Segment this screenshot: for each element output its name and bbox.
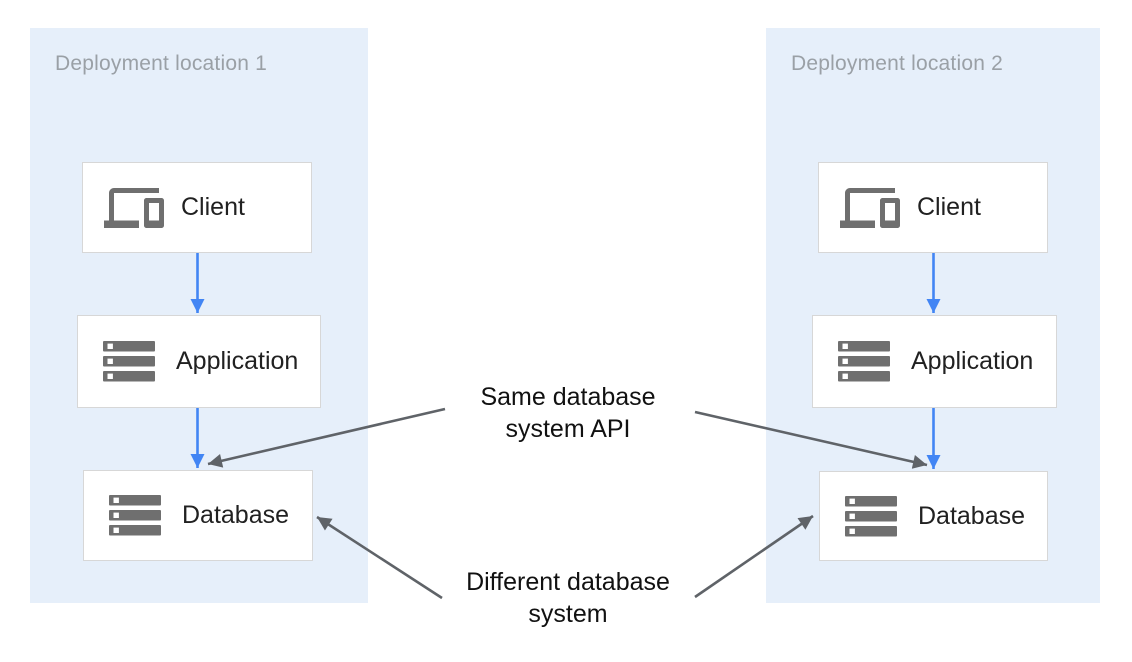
- server-stack-icon: [840, 495, 902, 537]
- node-label: Application: [911, 347, 1034, 375]
- annotation-line: Different database: [466, 568, 670, 596]
- node-label: Client: [917, 193, 981, 221]
- database-node-1: Database: [83, 470, 313, 561]
- node-label: Database: [182, 501, 290, 529]
- node-label: Database: [918, 501, 1026, 530]
- devices-icon: [839, 178, 901, 238]
- application-node-1: Application: [77, 315, 321, 408]
- panel-title: Deployment location 2: [791, 52, 1003, 75]
- node-label: Client: [181, 193, 245, 221]
- server-stack-icon: [833, 341, 895, 382]
- client-node-2: Client: [818, 162, 1048, 253]
- application-node-2: Application: [812, 315, 1057, 408]
- annotation-line: system API: [505, 415, 631, 443]
- client-node-1: Client: [82, 162, 312, 253]
- annotation-line: system: [528, 600, 608, 628]
- panel-title: Deployment location 1: [55, 52, 267, 75]
- server-stack-icon: [104, 495, 166, 536]
- database-node-2: Database: [819, 471, 1048, 561]
- same-database-annotation: Same database system API: [480, 381, 655, 445]
- node-label: Application: [176, 347, 299, 375]
- devices-icon: [103, 178, 165, 238]
- annotation-line: Same database: [480, 383, 656, 411]
- different-database-annotation: Different database system: [466, 566, 670, 630]
- server-stack-icon: [98, 341, 160, 382]
